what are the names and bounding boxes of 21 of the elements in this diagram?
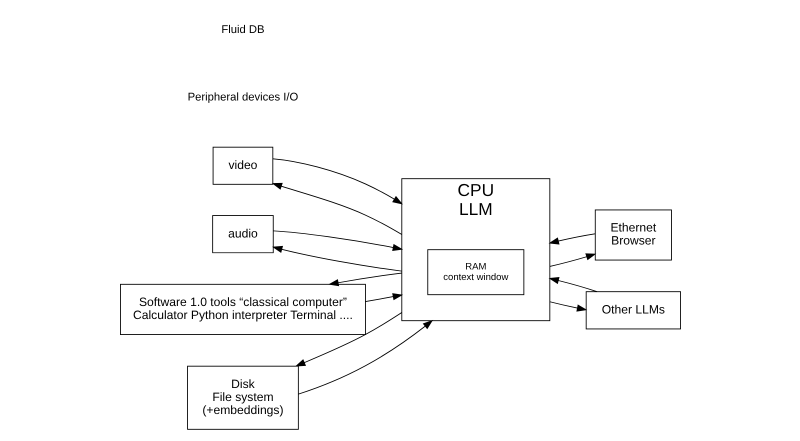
node-box: video xyxy=(212,146,273,185)
arrow xyxy=(548,253,596,267)
arrow xyxy=(548,277,597,292)
node-box: Other LLMs xyxy=(585,291,680,330)
node-box: RAM context window xyxy=(426,249,524,296)
arrow xyxy=(328,272,402,286)
label: Fluid DB xyxy=(220,24,264,36)
arrow xyxy=(548,301,587,312)
arrow xyxy=(297,320,433,395)
arrow xyxy=(272,246,402,272)
node-box: Ethernet Browser xyxy=(594,209,672,261)
arrow xyxy=(364,293,403,302)
arrow xyxy=(294,312,402,367)
node-box: Disk File system (+embeddings) xyxy=(186,366,298,430)
arrow xyxy=(272,230,403,252)
arrow xyxy=(272,158,402,204)
node-box: Software 1.0 tools “classical computer” Calculator Python interpreter Terminal .... xyxy=(120,284,366,335)
arrow xyxy=(548,233,595,244)
arrow xyxy=(271,182,402,235)
node-box: audio xyxy=(212,215,274,254)
label: Peripheral devices I/O xyxy=(187,91,298,104)
